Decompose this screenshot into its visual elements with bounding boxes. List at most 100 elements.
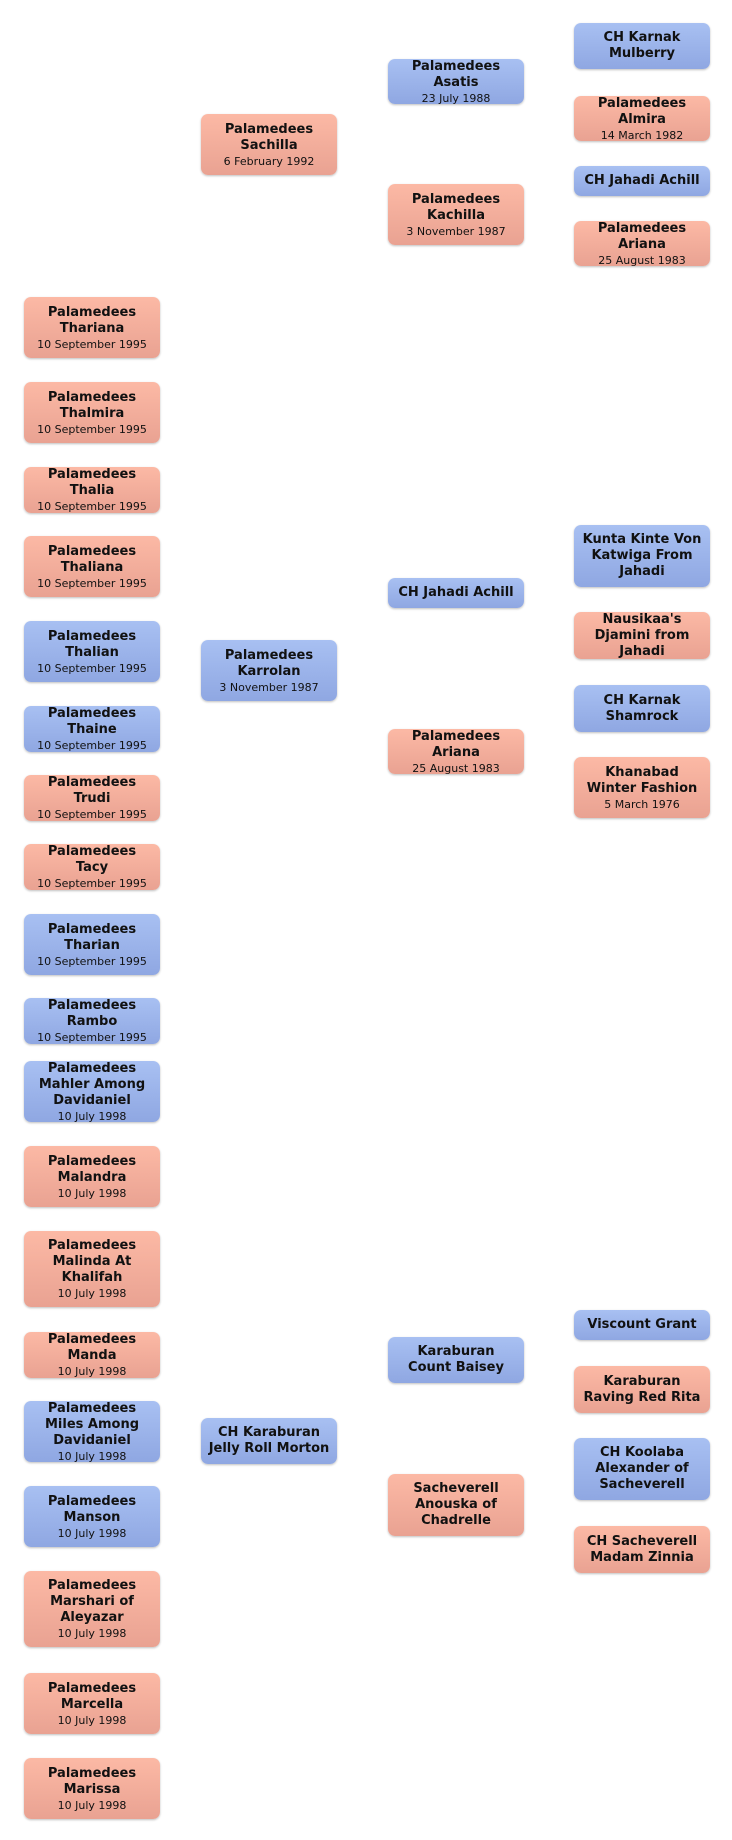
dog-name: Khanabad Winter Fashion: [586, 764, 698, 796]
dog-date: 10 September 1995: [37, 661, 147, 675]
dog-name: Sacheverell Anouska of Chadrelle: [413, 1481, 499, 1528]
dog-node[interactable]: Palamedees Marshari of Aleyazar 10 July 1…: [24, 1571, 160, 1647]
dog-date: 10 September 1995: [37, 422, 147, 436]
dog-node[interactable]: CH Jahadi Achill: [388, 578, 524, 608]
dog-name: Palamedees Sachilla: [224, 121, 314, 153]
dog-name: CH Karnak Mulberry: [603, 30, 681, 61]
dog-name: Palamedees Kachilla: [411, 191, 501, 223]
dog-name: CH Karaburan Jelly Roll Morton: [208, 1425, 330, 1456]
dog-date: 10 September 1995: [37, 954, 147, 968]
dog-date: 25 August 1983: [598, 253, 686, 267]
dog-date: 10 July 1998: [57, 1526, 127, 1540]
dog-node[interactable]: CH Jahadi Achill: [574, 166, 710, 196]
dog-node[interactable]: Palamedees Manda 10 July 1998: [24, 1332, 160, 1378]
dog-name: Palamedees Trudi: [47, 775, 137, 806]
dog-node[interactable]: Sacheverell Anouska of Chadrelle: [388, 1474, 524, 1536]
dog-name: CH Jahadi Achill: [584, 173, 700, 188]
dog-date: 10 July 1998: [57, 1186, 127, 1200]
dog-name: Palamedees Manda: [47, 1332, 137, 1363]
dog-node[interactable]: Karaburan Raving Red Rita: [574, 1366, 710, 1413]
dog-name: Palamedees Malinda At Khalifah: [47, 1238, 137, 1285]
dog-date: 23 July 1988: [421, 91, 491, 105]
dog-date: 10 September 1995: [37, 1031, 147, 1044]
dog-date: 6 February 1992: [223, 154, 315, 168]
dog-node[interactable]: Kunta Kinte Von Katwiga From Jahadi: [574, 525, 710, 587]
dog-node[interactable]: Palamedees Thalia 10 September 1995: [24, 467, 160, 513]
dog-date: 10 July 1998: [57, 1365, 127, 1378]
dog-date: 10 July 1998: [57, 1109, 127, 1123]
dog-name: Palamedees Ariana: [597, 220, 687, 252]
dog-date: 5 March 1976: [604, 797, 680, 811]
dog-date: 14 March 1982: [600, 128, 684, 142]
dog-date: 10 September 1995: [37, 576, 147, 590]
dog-name: Palamedees Asatis: [411, 58, 501, 90]
dog-date: 10 September 1995: [37, 337, 147, 351]
dog-name: Palamedees Almira: [597, 95, 687, 127]
dog-date: 10 September 1995: [37, 739, 147, 752]
dog-name: Palamedees Malandra: [47, 1153, 137, 1185]
dog-name: Palamedees Thariana: [47, 304, 137, 336]
dog-date: 10 July 1998: [57, 1449, 127, 1463]
dog-node[interactable]: CH Koolaba Alexander of Sacheverell: [574, 1438, 710, 1500]
dog-name: Palamedees Thalian: [47, 628, 137, 660]
dog-name: CH Karnak Shamrock: [603, 692, 681, 724]
dog-date: 10 July 1998: [57, 1713, 127, 1727]
dog-name: Palamedees Tacy: [47, 844, 137, 875]
dog-date: 25 August 1983: [412, 761, 500, 775]
dog-date: 10 September 1995: [37, 877, 147, 890]
dog-name: Palamedees Marshari of Aleyazar: [47, 1578, 137, 1625]
dog-name: Palamedees Thaliana: [47, 543, 137, 575]
dog-name: Palamedees Marissa: [47, 1765, 137, 1797]
dog-name: Palamedees Miles Among Davidaniel: [44, 1400, 140, 1448]
dog-node[interactable]: Viscount Grant: [574, 1310, 710, 1340]
dog-node[interactable]: CH Karnak Mulberry: [574, 23, 710, 69]
dog-node[interactable]: Palamedees Tacy 10 September 1995: [24, 844, 160, 890]
dog-name: Palamedees Manson: [47, 1493, 137, 1525]
dog-node[interactable]: Nausikaa's Djamini from Jahadi: [574, 612, 710, 659]
dog-node[interactable]: Karaburan Count Baisey: [388, 1337, 524, 1383]
dog-node[interactable]: Palamedees Rambo 10 September 1995: [24, 998, 160, 1044]
dog-name: Palamedees Thalmira: [47, 389, 137, 421]
dog-date: 3 November 1987: [406, 224, 506, 238]
dog-name: CH Jahadi Achill: [398, 585, 514, 600]
dog-node[interactable]: CH Sacheverell Madam Zinnia: [574, 1526, 710, 1573]
dog-date: 3 November 1987: [219, 680, 319, 694]
dog-date: 10 July 1998: [57, 1798, 127, 1812]
dog-name: Palamedees Tharian: [47, 921, 137, 953]
dog-name: CH Sacheverell Madam Zinnia: [586, 1533, 698, 1565]
dog-date: 10 July 1998: [57, 1627, 127, 1640]
dog-name: Palamedees Rambo: [47, 998, 137, 1029]
dog-name: Palamedees Thaine: [47, 706, 137, 737]
dog-node[interactable]: Palamedees Malinda At Khalifah 10 July 19…: [24, 1231, 160, 1307]
dog-date: 10 July 1998: [57, 1287, 127, 1300]
dog-node[interactable]: CH Karaburan Jelly Roll Morton: [201, 1418, 337, 1464]
dog-name: Palamedees Ariana: [411, 728, 501, 760]
dog-date: 10 September 1995: [37, 500, 147, 513]
dog-name: Palamedees Mahler Among Davidaniel: [38, 1060, 146, 1108]
dog-name: Viscount Grant: [587, 1317, 697, 1332]
dog-node[interactable]: Palamedees Thaine 10 September 1995: [24, 706, 160, 752]
dog-name: Palamedees Thalia: [47, 467, 137, 498]
dog-name: Nausikaa's Djamini from Jahadi: [594, 611, 690, 659]
dog-node[interactable]: CH Karnak Shamrock: [574, 685, 710, 732]
